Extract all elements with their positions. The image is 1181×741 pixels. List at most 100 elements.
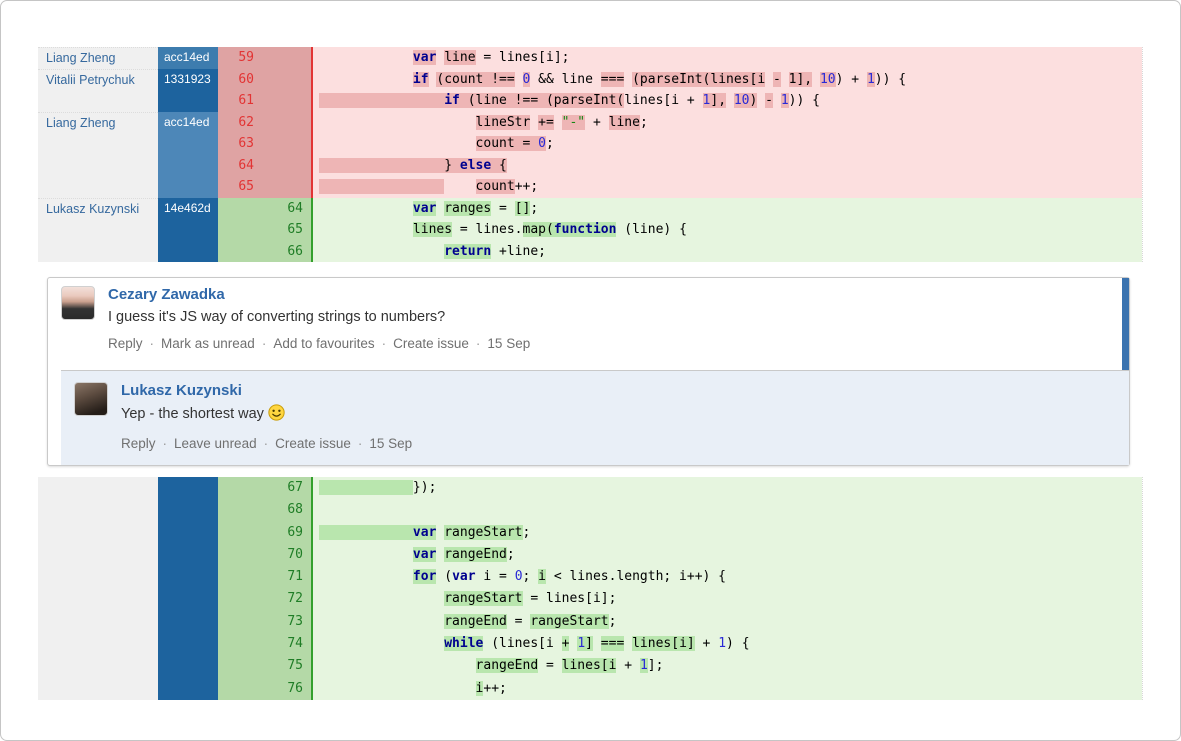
old-line-number[interactable]: 60 (238, 71, 254, 87)
new-line-number[interactable]: 69 (287, 524, 303, 540)
old-line-number[interactable] (218, 544, 264, 566)
code-token: ] (585, 636, 593, 652)
new-line-number[interactable]: 64 (287, 200, 303, 216)
comment-action-add-to-favourites[interactable]: Add to favourites (273, 336, 375, 351)
code-token: 0 (514, 569, 523, 585)
line-number-gutter[interactable]: 67 (218, 477, 311, 500)
new-line-number[interactable] (264, 47, 311, 69)
new-line-number[interactable]: 68 (287, 502, 303, 518)
line-number-gutter[interactable]: 64 (218, 154, 311, 177)
new-line-number[interactable]: 65 (287, 222, 303, 237)
new-line-number[interactable] (264, 133, 311, 155)
code-token (319, 157, 445, 173)
new-line-number[interactable] (264, 155, 311, 177)
unread-indicator-bar (1122, 278, 1129, 370)
line-number-gutter[interactable]: 68 (218, 499, 311, 522)
new-line-number[interactable] (264, 112, 311, 134)
commit-hash-cell[interactable]: acc14ed (158, 47, 218, 69)
code-token: function (553, 222, 617, 237)
line-number-gutter[interactable]: 66 (218, 240, 311, 263)
comment-action-create-issue[interactable]: Create issue (275, 436, 351, 451)
comment-author-link[interactable]: Lukasz Kuzynski (121, 382, 242, 399)
old-line-number[interactable]: 64 (238, 157, 254, 173)
line-number-gutter[interactable]: 74 (218, 633, 311, 656)
blame-author-cell (38, 219, 158, 241)
code-token: "-" (561, 114, 586, 130)
line-number-gutter[interactable]: 65 (218, 219, 311, 241)
comment-action-reply[interactable]: Reply (108, 336, 143, 351)
new-line-number[interactable]: 74 (287, 636, 303, 652)
new-line-number[interactable]: 72 (287, 591, 303, 607)
line-number-gutter[interactable]: 71 (218, 566, 311, 589)
new-line-number[interactable]: 66 (287, 243, 303, 259)
old-line-number[interactable] (218, 241, 264, 263)
new-line-number[interactable] (264, 90, 311, 112)
avatar[interactable] (61, 286, 95, 320)
old-line-number[interactable]: 63 (238, 136, 254, 151)
old-line-number[interactable] (218, 198, 264, 220)
old-line-number[interactable]: 59 (238, 50, 254, 65)
code-token: + (561, 636, 570, 652)
line-number-gutter[interactable]: 59 (218, 47, 311, 69)
line-number-gutter[interactable]: 64 (218, 197, 311, 220)
code-token (319, 547, 413, 562)
new-line-number[interactable]: 73 (287, 613, 303, 629)
code-token: rangeEnd (444, 546, 507, 562)
code-token (319, 614, 444, 629)
new-line-number[interactable] (264, 176, 311, 198)
line-number-gutter[interactable]: 69 (218, 521, 311, 544)
avatar[interactable] (74, 382, 108, 416)
line-number-gutter[interactable]: 63 (218, 133, 311, 155)
old-line-number[interactable] (218, 499, 264, 521)
old-line-number[interactable] (218, 522, 264, 544)
comment-action-mark-as-unread[interactable]: Mark as unread (161, 336, 255, 351)
code-token (765, 72, 773, 87)
action-separator: · (263, 436, 269, 451)
line-number-gutter[interactable]: 76 (218, 677, 311, 700)
new-line-number[interactable]: 70 (287, 546, 303, 562)
comment-author-link[interactable]: Cezary Zawadka (108, 286, 225, 303)
line-number-gutter[interactable]: 65 (218, 176, 311, 198)
code-token: i (475, 680, 484, 696)
new-line-number[interactable]: 76 (287, 680, 303, 696)
commit-hash-cell[interactable]: 1331923 (158, 68, 218, 90)
new-line-number[interactable]: 67 (287, 480, 303, 495)
code-token: ]; (647, 658, 664, 674)
line-number-gutter[interactable]: 75 (218, 655, 311, 678)
commit-hash-cell[interactable]: acc14ed (158, 111, 218, 133)
old-line-number[interactable] (218, 678, 264, 700)
blame-author-cell (38, 154, 158, 176)
line-number-gutter[interactable]: 61 (218, 90, 311, 112)
new-line-number[interactable]: 71 (287, 569, 303, 585)
line-number-gutter[interactable]: 72 (218, 588, 311, 611)
comment-action-leave-unread[interactable]: Leave unread (174, 436, 257, 451)
comment-action-reply[interactable]: Reply (121, 436, 156, 451)
line-number-gutter[interactable]: 60 (218, 68, 311, 91)
code-token: for (412, 569, 437, 585)
old-line-number[interactable] (218, 611, 264, 633)
new-line-number[interactable] (264, 69, 311, 91)
old-line-number[interactable]: 61 (238, 93, 254, 108)
old-line-number[interactable]: 62 (238, 114, 254, 130)
code-token (319, 681, 476, 696)
old-line-number[interactable] (218, 588, 264, 610)
line-number-gutter[interactable]: 70 (218, 543, 311, 567)
code-token: else (459, 157, 492, 173)
code-token: (line) { (616, 222, 687, 237)
old-line-number[interactable] (218, 477, 264, 499)
smiley-emoji-icon (268, 404, 285, 427)
commit-hash-cell[interactable]: 14e462d (158, 197, 218, 219)
line-number-gutter[interactable]: 73 (218, 610, 311, 634)
old-line-number[interactable] (218, 566, 264, 588)
old-line-number[interactable]: 65 (238, 179, 254, 194)
old-line-number[interactable] (218, 655, 264, 677)
old-line-number[interactable] (218, 219, 264, 241)
old-line-number[interactable] (218, 633, 264, 655)
comment-action-create-issue[interactable]: Create issue (393, 336, 469, 351)
line-number-gutter[interactable]: 62 (218, 111, 311, 134)
comment-thread: Cezary Zawadka I guess it's JS way of co… (47, 277, 1130, 466)
code-token (812, 72, 820, 87)
new-line-number[interactable]: 75 (287, 658, 303, 674)
diff-row: 66 return +line; (38, 240, 1142, 263)
commit-hash-cell (158, 477, 218, 500)
